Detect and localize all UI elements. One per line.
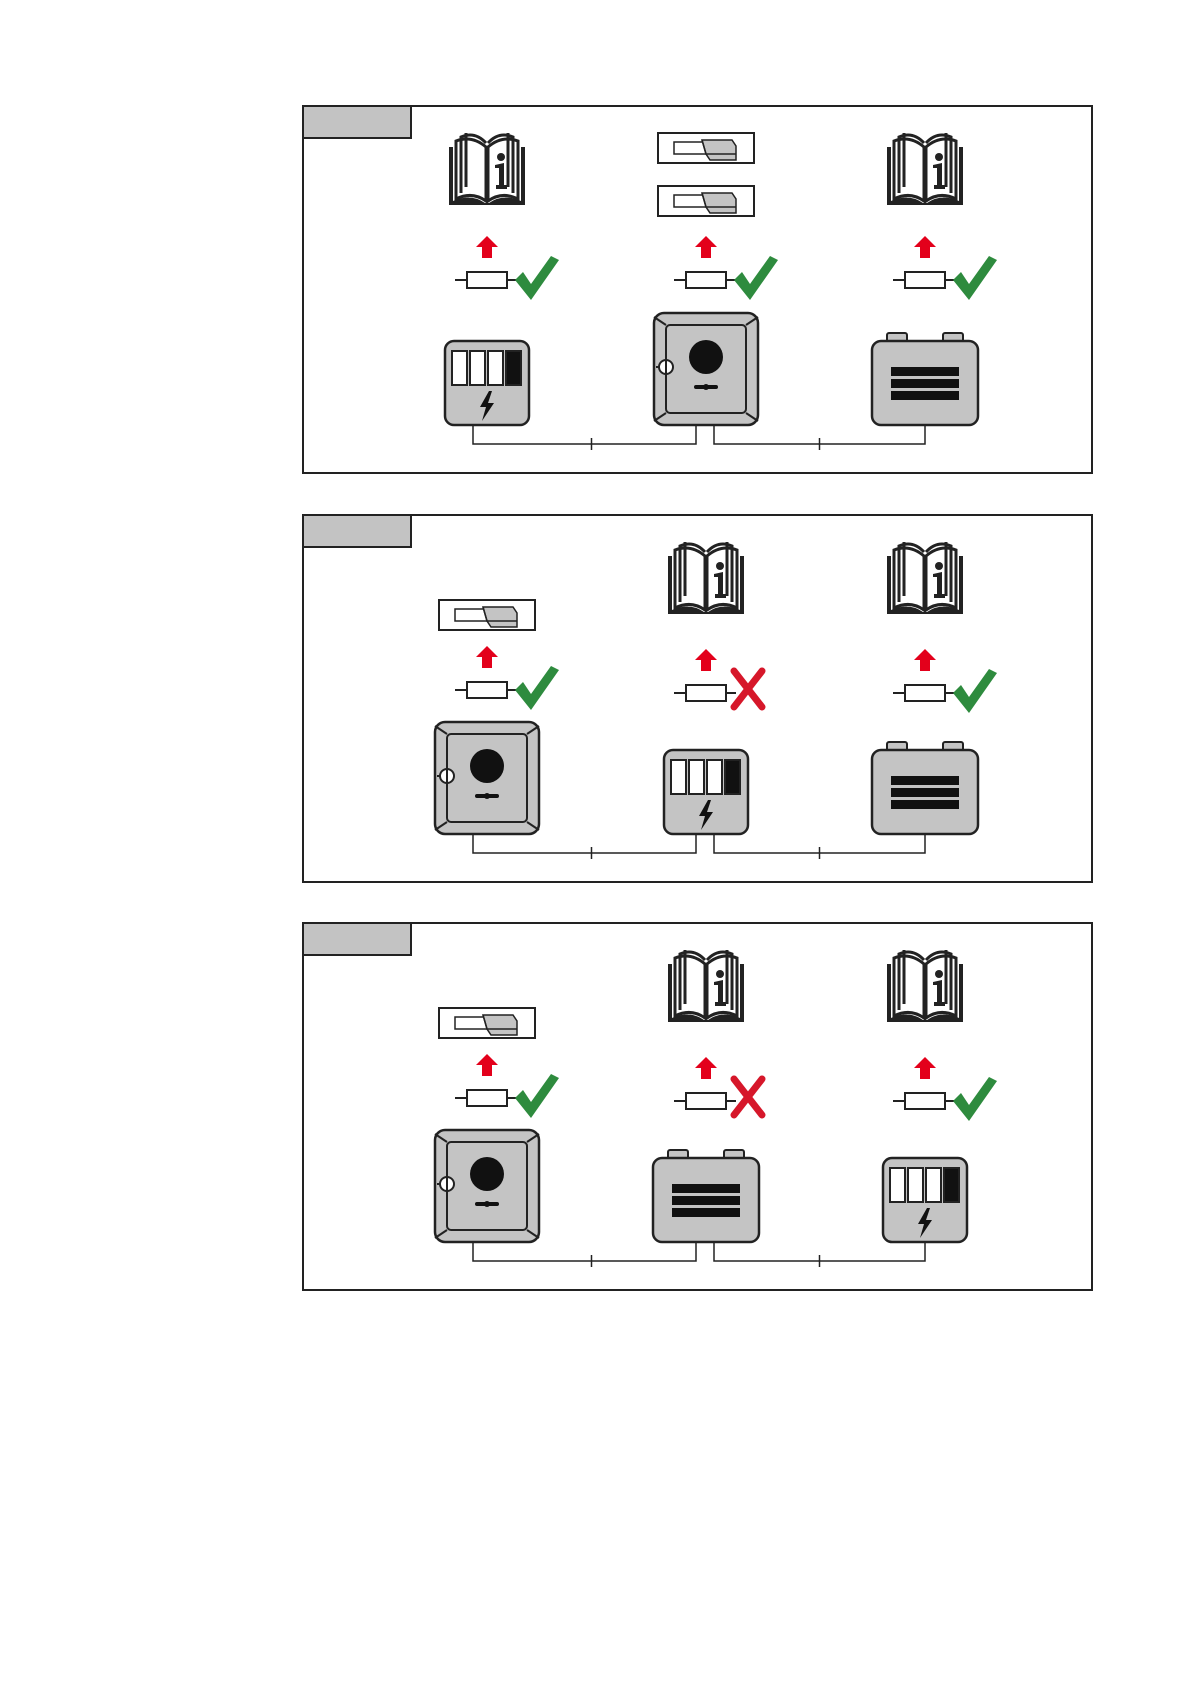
battery-icon <box>872 742 978 834</box>
dip-switch-icon <box>658 186 754 216</box>
up-arrow-icon <box>914 649 936 671</box>
dip-switch-icon <box>439 600 535 630</box>
resistor-icon <box>455 1090 517 1106</box>
resistor-icon <box>893 1093 955 1109</box>
manual-icon <box>449 133 525 205</box>
controller-icon <box>435 722 539 834</box>
resistor-icon <box>455 272 517 288</box>
manual-icon <box>887 542 963 614</box>
bus-wiring <box>473 1242 925 1267</box>
manual-icon <box>668 950 744 1022</box>
up-arrow-icon <box>476 236 498 258</box>
manual-icon <box>887 133 963 205</box>
diagram-panel-2 <box>302 514 1093 883</box>
meter-icon <box>445 341 529 425</box>
resistor-icon <box>893 272 955 288</box>
up-arrow-icon <box>914 236 936 258</box>
up-arrow-icon <box>914 1057 936 1079</box>
controller-icon <box>435 1130 539 1242</box>
manual-icon <box>668 542 744 614</box>
check-mark-icon <box>734 256 778 300</box>
cross-mark-icon <box>734 671 762 707</box>
bus-wiring <box>473 834 925 859</box>
resistor-icon <box>674 1093 736 1109</box>
resistor-icon <box>674 272 736 288</box>
cross-mark-icon <box>734 1079 762 1115</box>
check-mark-icon <box>953 256 997 300</box>
resistor-icon <box>455 682 517 698</box>
check-mark-icon <box>953 669 997 713</box>
bus-wiring <box>473 425 925 450</box>
up-arrow-icon <box>695 1057 717 1079</box>
battery-icon <box>653 1150 759 1242</box>
panel-drawing <box>304 924 1091 1289</box>
up-arrow-icon <box>695 236 717 258</box>
resistor-icon <box>893 685 955 701</box>
diagram-panel-1 <box>302 105 1093 474</box>
diagram-panel-3 <box>302 922 1093 1291</box>
dip-switch-icon <box>439 1008 535 1038</box>
manual-icon <box>887 950 963 1022</box>
check-mark-icon <box>515 1074 559 1118</box>
resistor-icon <box>674 685 736 701</box>
panel-drawing <box>304 516 1091 881</box>
up-arrow-icon <box>695 649 717 671</box>
check-mark-icon <box>515 256 559 300</box>
check-mark-icon <box>953 1077 997 1121</box>
battery-icon <box>872 333 978 425</box>
meter-icon <box>664 750 748 834</box>
check-mark-icon <box>515 666 559 710</box>
controller-icon <box>654 313 758 425</box>
up-arrow-icon <box>476 646 498 668</box>
panel-drawing <box>304 107 1091 472</box>
dip-switch-icon <box>658 133 754 163</box>
up-arrow-icon <box>476 1054 498 1076</box>
meter-icon <box>883 1158 967 1242</box>
